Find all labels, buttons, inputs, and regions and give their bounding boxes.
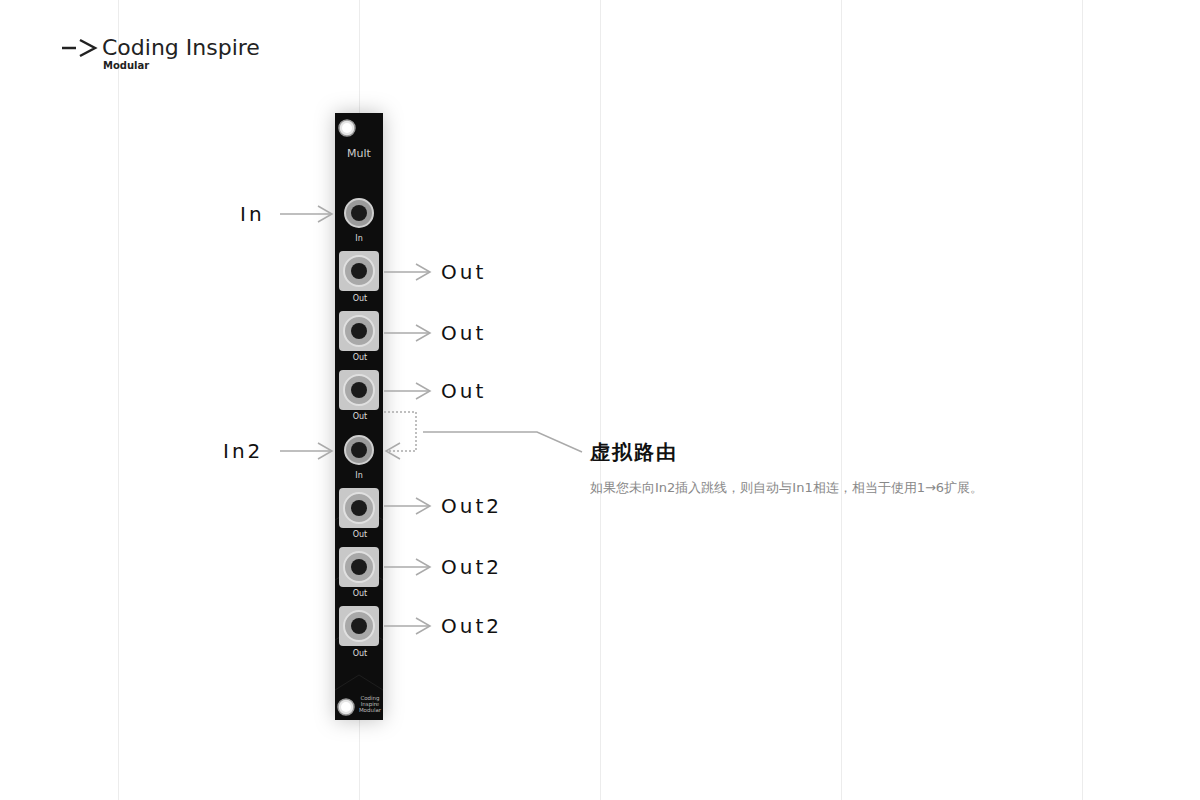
logo-dash <box>62 47 76 50</box>
out-jack <box>339 370 379 410</box>
out-jack <box>339 311 379 351</box>
out-jack <box>339 606 379 646</box>
leader-line <box>384 271 429 273</box>
grid-line <box>600 0 601 800</box>
out-jack <box>339 547 379 587</box>
callout-leader <box>423 432 582 452</box>
logo-subtext: Modular <box>103 61 149 71</box>
jack-nut <box>344 493 374 523</box>
grid-line <box>118 0 119 800</box>
panel-brand: Coding Inspire Modular <box>356 695 384 714</box>
panel-pattern <box>335 505 383 690</box>
jack-nut <box>345 199 373 227</box>
jack-hole <box>351 442 367 458</box>
jack-nut <box>344 611 374 641</box>
logo-text: Coding Inspire <box>102 37 260 59</box>
jack-nut <box>344 256 374 286</box>
arrow-chevron <box>416 264 430 280</box>
arrow-chevron <box>416 498 430 514</box>
leader-line <box>280 450 331 452</box>
screw-hole-inner <box>341 702 351 712</box>
virtual-route-line <box>384 412 416 451</box>
jack-label: Out <box>353 590 368 598</box>
jack-label: Out <box>353 295 368 303</box>
jack-nut <box>345 436 373 464</box>
arrow-chevron <box>318 206 332 222</box>
jack-plate <box>339 370 379 410</box>
jack-callout: Out <box>441 262 486 282</box>
screw-hole <box>339 120 355 136</box>
arrow-chevron <box>386 443 400 459</box>
jack-callout: In2 <box>223 441 263 461</box>
jack-hole <box>351 263 367 279</box>
jack-hole <box>351 323 367 339</box>
arrow-chevron <box>416 618 430 634</box>
jack-nut <box>344 552 374 582</box>
screw-hole <box>338 699 354 715</box>
jack-label: Out <box>353 413 368 421</box>
feature-note: 如果您未向In2插入跳线，则自动与In1相连，相当于使用1→6扩展。 <box>590 481 983 494</box>
jack-label: Out <box>353 650 368 658</box>
arrow-chevron <box>416 383 430 399</box>
out-jack <box>339 251 379 291</box>
jack-hole <box>351 618 367 634</box>
jack-label: In <box>355 472 362 480</box>
arrow-chevron <box>416 325 430 341</box>
leader-arrows <box>280 206 582 634</box>
panel-pattern-line <box>335 675 383 690</box>
jack-hole <box>351 500 367 516</box>
jack-callout: Out <box>441 381 486 401</box>
grid-line <box>1082 0 1083 800</box>
jack-callout: In <box>240 204 265 224</box>
screw-hole-inner <box>342 123 352 133</box>
leader-line <box>384 332 429 334</box>
jack-plate <box>339 311 379 351</box>
jack-hole <box>351 559 367 575</box>
logo-arrow <box>62 40 95 56</box>
module-name: Mult <box>347 148 371 159</box>
jack-hole <box>351 205 367 221</box>
jack-plate <box>339 251 379 291</box>
jack-nut <box>344 375 374 405</box>
jack-callout: Out <box>441 323 486 343</box>
jack-label: Out <box>353 354 368 362</box>
jack-label: In <box>355 235 362 243</box>
leader-line <box>384 625 429 627</box>
arrow-chevron <box>318 443 332 459</box>
leader-line <box>384 566 429 568</box>
leader-line <box>280 213 331 215</box>
grid-lines <box>119 0 1083 800</box>
jack-plate <box>339 488 379 528</box>
logo-chevron <box>80 40 95 56</box>
feature-title: 虚拟路由 <box>590 442 678 462</box>
grid-line <box>841 0 842 800</box>
out-jack <box>339 488 379 528</box>
leader-line <box>384 505 429 507</box>
arrow-chevron <box>416 559 430 575</box>
jack-hole <box>351 382 367 398</box>
jack-label: Out <box>353 531 368 539</box>
in-jack <box>345 199 373 227</box>
jack-callout: Out2 <box>441 616 502 636</box>
in-jack <box>345 436 373 464</box>
jack-plate <box>339 606 379 646</box>
jack-nut <box>344 316 374 346</box>
leader-line <box>384 390 429 392</box>
jack-callout: Out2 <box>441 557 502 577</box>
module-panel <box>335 113 383 720</box>
jack-callout: Out2 <box>441 496 502 516</box>
jack-plate <box>339 547 379 587</box>
